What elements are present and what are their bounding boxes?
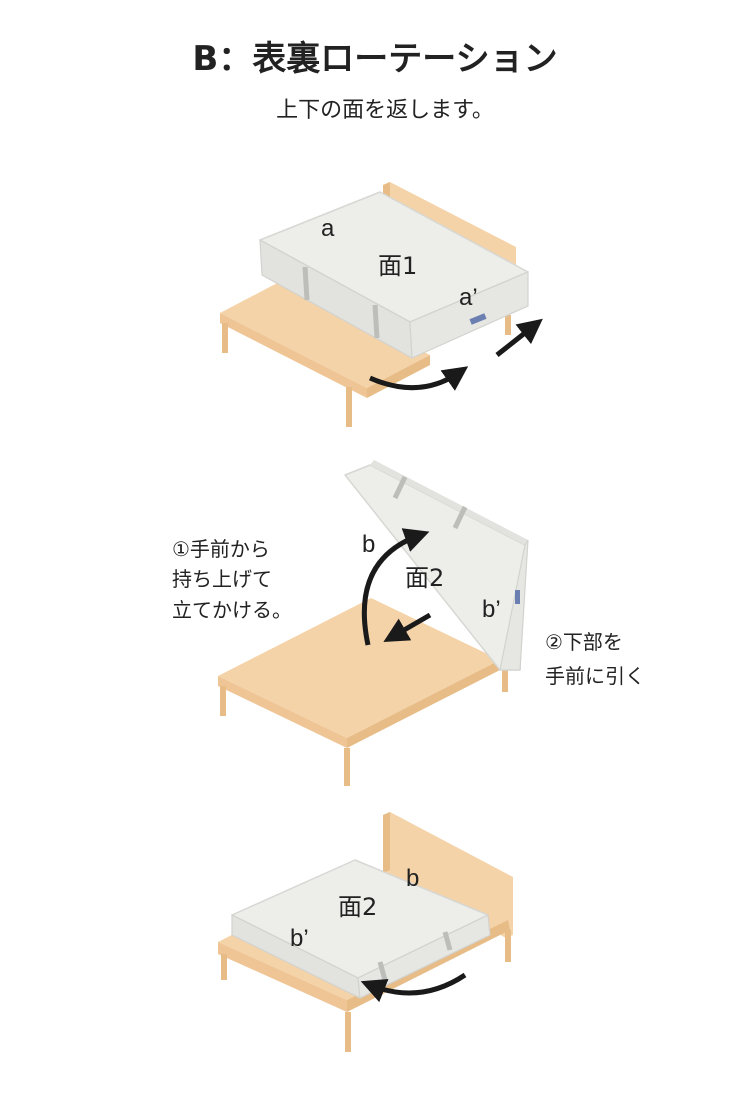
label-b-prime: b’	[482, 596, 501, 623]
label-face2: 面2	[405, 564, 444, 592]
label-face2: 面2	[338, 893, 377, 921]
bed-frame	[220, 280, 511, 427]
label-a-prime: a’	[459, 284, 478, 311]
lift-arrow-icon	[368, 366, 469, 391]
step3-illustration: 面2 b b’	[218, 812, 513, 1052]
brand-tag	[515, 590, 520, 604]
label-b-prime: b’	[290, 925, 309, 952]
note-left-line: 持ち上げて	[172, 567, 272, 591]
note-left-line: ①手前から	[172, 537, 270, 561]
note-right-line: ②下部を	[545, 630, 623, 654]
note-right: ②下部を 手前に引く	[545, 630, 645, 688]
push-back-arrow-icon	[360, 972, 467, 1003]
bed-headboard	[383, 812, 513, 938]
push-arrow-icon	[495, 318, 543, 357]
page-title: B：表裏ローテーション	[192, 39, 557, 79]
mattress	[231, 859, 491, 1000]
note-right-line: 手前に引く	[545, 664, 645, 688]
label-b: b	[406, 865, 419, 892]
label-b: b	[362, 531, 375, 558]
pull-arrow-icon	[383, 612, 432, 643]
mattress	[259, 191, 529, 360]
label-a: a	[321, 215, 335, 242]
note-left: ①手前から 持ち上げて 立てかける。	[172, 537, 292, 622]
lift-arrow-icon	[361, 528, 430, 646]
label-face1: 面1	[378, 252, 417, 280]
page-subtitle: 上下の面を返します。	[276, 98, 494, 123]
brand-tag	[469, 313, 487, 325]
step2-illustration: b 面2 b’ ①手前から 持ち上げて 立てかける。 ②下部を 手前に引く	[172, 460, 645, 786]
bed-frame	[218, 598, 508, 786]
note-left-line: 立てかける。	[172, 598, 292, 622]
mattress	[344, 460, 529, 671]
step1-illustration: a 面1 a’	[220, 182, 543, 427]
